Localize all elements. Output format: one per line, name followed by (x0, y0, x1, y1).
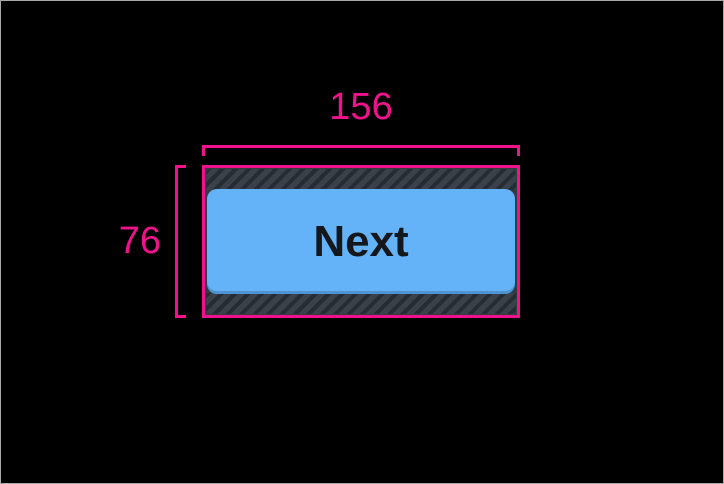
height-dimension-label: 76 (118, 220, 161, 262)
height-measure-bracket (175, 165, 186, 318)
width-dimension-label: 156 (329, 86, 393, 128)
padding-hatch-bottom (206, 293, 516, 314)
next-button[interactable]: Next (207, 189, 515, 294)
width-measure-bracket (202, 145, 520, 156)
next-button-label: Next (313, 216, 409, 266)
measured-bounds-box: Next (202, 165, 520, 318)
padding-hatch-top (206, 169, 516, 190)
